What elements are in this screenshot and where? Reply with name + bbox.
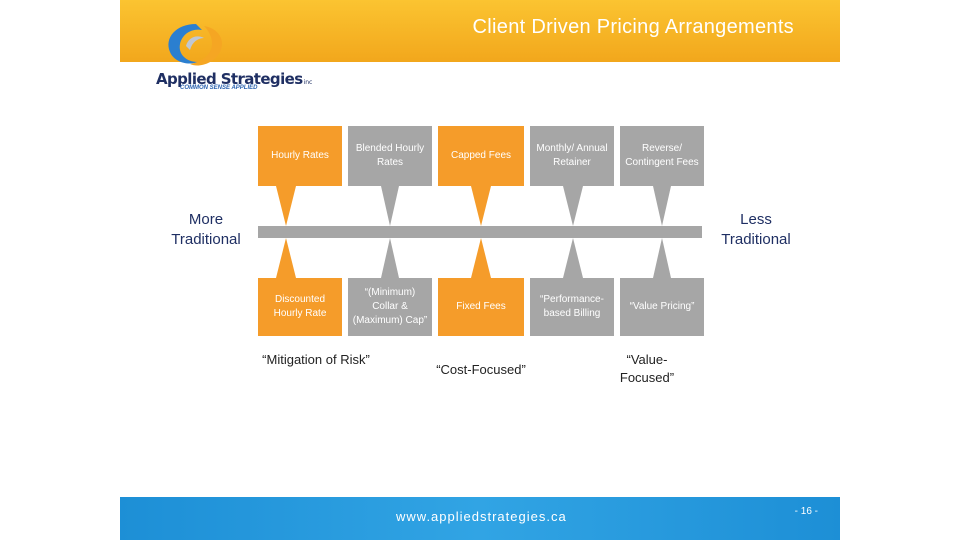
connector-top-1 — [276, 186, 296, 226]
right-scale-label: Less Traditional — [721, 211, 791, 248]
slide: Client Driven Pricing Arrangements Appli… — [120, 0, 840, 540]
top-box-blended-hourly-rates: Blended Hourly Rates — [348, 126, 432, 186]
header-bar: Client Driven Pricing Arrangements — [120, 0, 840, 62]
connector-top-5 — [653, 186, 671, 226]
footer-bar: www.appliedstrategies.ca - 16 - — [120, 497, 840, 540]
bottom-box-performance-based-billing: “Performance-based Billing — [530, 278, 614, 336]
connector-top-2 — [381, 186, 399, 226]
connector-bottom-3 — [471, 238, 491, 278]
footer-url: www.appliedstrategies.ca — [396, 509, 567, 524]
connector-top-4 — [563, 186, 583, 226]
connector-bottom-1 — [276, 238, 296, 278]
bottom-box-fixed-fees: Fixed Fees — [438, 278, 524, 336]
connector-bottom-2 — [381, 238, 399, 278]
connector-top-3 — [471, 186, 491, 226]
top-box-hourly-rates: Hourly Rates — [258, 126, 342, 186]
bottom-box-value-pricing: “Value Pricing” — [620, 278, 704, 336]
company-logo: Applied Strategiesinc COMMON SENSE APPLI… — [154, 18, 312, 98]
slide-title: Client Driven Pricing Arrangements — [472, 16, 794, 38]
category-mitigation-of-risk: “Mitigation of Risk” — [262, 352, 370, 367]
bottom-box-discounted-hourly-rate: Discounted Hourly Rate — [258, 278, 342, 336]
spectrum-bar — [258, 226, 702, 238]
category-value-focused: “Value-Focused” — [619, 352, 675, 385]
top-box-monthly-annual-retainer: Monthly/ Annual Retainer — [530, 126, 614, 186]
page-number: - 16 - — [794, 506, 818, 517]
connector-bottom-5 — [653, 238, 671, 278]
logo-swirl-icon — [168, 24, 223, 66]
left-scale-label: More Traditional — [171, 211, 241, 248]
logo-wordmark: Applied Strategiesinc — [156, 70, 313, 88]
bottom-box-collar-cap: “(Minimum) Collar & (Maximum) Cap” — [348, 278, 432, 336]
top-box-capped-fees: Capped Fees — [438, 126, 524, 186]
logo-tagline: COMMON SENSE APPLIED — [180, 85, 258, 91]
top-box-reverse-contingent-fees: Reverse/ Contingent Fees — [620, 126, 704, 186]
category-cost-focused: “Cost-Focused” — [436, 362, 526, 377]
connector-bottom-4 — [563, 238, 583, 278]
